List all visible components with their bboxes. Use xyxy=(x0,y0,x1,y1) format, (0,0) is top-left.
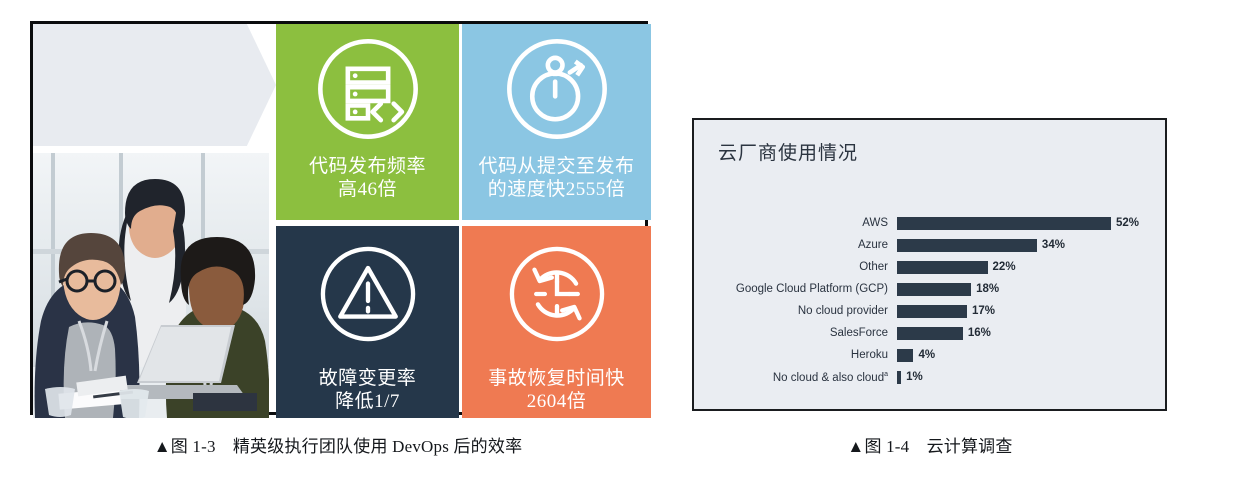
bar xyxy=(897,304,967,318)
chart-title: 云厂商使用情况 xyxy=(718,143,859,164)
bar-value-label: 1% xyxy=(906,371,923,383)
bar-row: SalesForce 16% xyxy=(694,322,1165,344)
tile-code-release-frequency: 代码发布频率 高46倍 xyxy=(276,24,459,220)
bar xyxy=(897,282,972,296)
server-code-icon xyxy=(313,34,423,149)
figure-1-3-panel: 代码发布频率 高46倍 代码从提交至发布 的速度快2555倍 xyxy=(30,21,651,418)
figure-1-4-caption: ▲图 1-4 云计算调查 xyxy=(847,437,1013,456)
footnote-marker: a xyxy=(884,370,888,378)
stopwatch-icon xyxy=(502,34,612,149)
tile-commit-to-release-speed: 代码从提交至发布 的速度快2555倍 xyxy=(462,24,651,220)
devops-infographic: 代码发布频率 高46倍 代码从提交至发布 的速度快2555倍 xyxy=(33,24,651,418)
infographic-left-column xyxy=(33,24,276,418)
bar xyxy=(897,326,963,340)
tile-incident-recovery-time: 事故恢复时间快 2604倍 xyxy=(462,226,651,418)
bar-value-label: 34% xyxy=(1041,239,1065,251)
arrow-banner-shape xyxy=(33,24,276,146)
bar-category-label: Azure xyxy=(857,239,888,251)
figure-1-4-panel: 云厂商使用情况 AWS 52% Azure 34% Other 22% Google Clo… xyxy=(692,118,1167,411)
bar xyxy=(897,216,1111,230)
team-photo xyxy=(33,153,269,418)
tile-change-failure-rate: 故障变更率 降低1/7 xyxy=(276,226,459,418)
tile-label: 代码从提交至发布 的速度快2555倍 xyxy=(478,156,635,201)
bar-value-label: 4% xyxy=(918,349,936,361)
warning-triangle-icon xyxy=(316,242,420,351)
bar-chart: AWS 52% Azure 34% Other 22% Google Cloud Platf… xyxy=(694,212,1165,388)
tile-label: 事故恢复时间快 2604倍 xyxy=(488,368,625,413)
bar-value-label: 18% xyxy=(976,283,1000,295)
bar-wrapper: 18% xyxy=(897,282,1165,296)
bar-value-label: 17% xyxy=(971,305,995,317)
tile-label: 故障变更率 降低1/7 xyxy=(318,368,417,413)
bar-row: AWS 52% xyxy=(694,212,1165,234)
bar-value-label: 16% xyxy=(967,327,991,339)
bar-wrapper: 17% xyxy=(897,304,1165,318)
bar-value-label: 52% xyxy=(1116,217,1140,229)
bar-row: No cloud provider 17% xyxy=(694,300,1165,322)
bar-category-label: SalesForce xyxy=(829,327,888,339)
bar-category-label: No cloud & also clouda xyxy=(772,370,888,384)
bar-row: Google Cloud Platform (GCP) 18% xyxy=(694,278,1165,300)
bar-wrapper: 34% xyxy=(897,238,1165,252)
team-photo-illustration xyxy=(33,153,269,418)
bar xyxy=(897,260,988,274)
bar-category-label: AWS xyxy=(862,217,888,229)
bar-row: Azure 34% xyxy=(694,234,1165,256)
bar-category-label: Other xyxy=(859,261,888,273)
figure-1-3-caption: ▲图 1-3 精英级执行团队使用 DevOps 后的效率 xyxy=(153,437,523,456)
tile-label: 代码发布频率 高46倍 xyxy=(308,156,426,201)
clock-restore-icon xyxy=(505,242,609,351)
bar-category-label: Heroku xyxy=(850,349,888,361)
bar-category-label: No cloud provider xyxy=(797,305,888,317)
bar xyxy=(897,348,914,362)
bar-wrapper: 22% xyxy=(897,260,1165,274)
bar-wrapper: 52% xyxy=(897,216,1165,230)
bar-wrapper: 4% xyxy=(897,348,1165,362)
bar-category-label: Google Cloud Platform (GCP) xyxy=(735,283,888,295)
bar-wrapper: 1% xyxy=(897,370,1165,384)
bar xyxy=(897,370,902,384)
bar-row: No cloud & also clouda 1% xyxy=(694,366,1165,388)
bar-wrapper: 16% xyxy=(897,326,1165,340)
bar-row: Heroku 4% xyxy=(694,344,1165,366)
bar-row: Other 22% xyxy=(694,256,1165,278)
bar xyxy=(897,238,1037,252)
bar-value-label: 22% xyxy=(992,261,1016,273)
